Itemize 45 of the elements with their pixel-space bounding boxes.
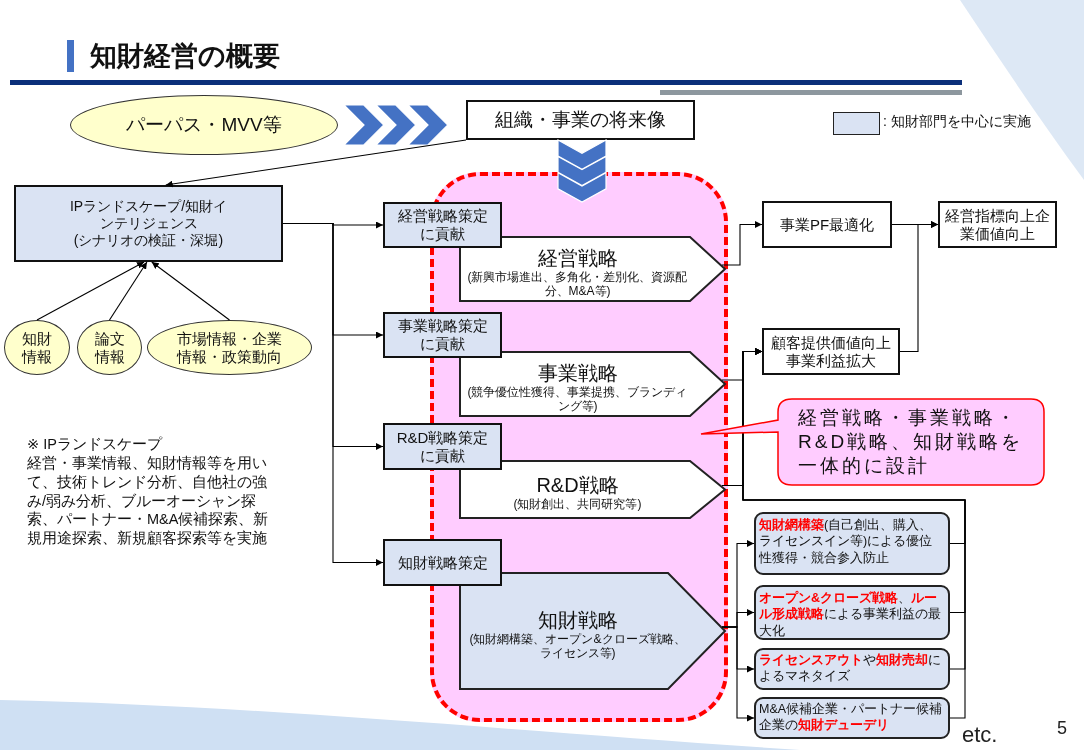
pentagon-box [459, 572, 726, 690]
arrow [165, 139, 467, 188]
etc-label: etc. [962, 722, 998, 748]
box-heading: IPランドスケープ/知財インテリジェンス [68, 198, 229, 232]
callout-bubble: 経営戦略・事業戦略・R&D戦略、知財戦略を一体的に設計 [700, 398, 1045, 486]
page-title: 知財経営の概要 [90, 40, 280, 73]
process-box: 事業戦略策定に貢献 [383, 312, 502, 358]
box-heading: R&D戦略 [536, 473, 619, 498]
chevron-arrow [557, 139, 607, 203]
rounded-box: 知財網構築(自己創出、購入、ライセンスイン等)による優位性獲得・競合参入防止 [754, 512, 950, 575]
process-box: 事業PF最適化 [762, 201, 892, 248]
arrow [721, 221, 763, 266]
box-text: (競争優位性獲得、事業提携、ブランディング等) [466, 384, 689, 414]
process-box: 知財戦略策定 [383, 539, 502, 586]
arrow [151, 261, 231, 321]
box-text: 経営・事業情報、知財情報等を用いて、技術トレンド分析、自他社の強み/弱み分析、ブルーオーシャン探索、パートナー・M&A候補探索、新規用途探索、新規顧客探索等を実施 [27, 453, 270, 549]
box-heading: ※ IPランドスケープ [27, 435, 164, 454]
process-box: 経営戦略策定に貢献 [383, 202, 502, 248]
legend-label: : 知財部門を中心に実施 [883, 113, 1031, 131]
process-box: 経営指標向上企業価値向上 [938, 201, 1057, 248]
oval-node: 知財情報 [4, 320, 70, 375]
oval-node: 論文情報 [77, 320, 142, 375]
process-box: 顧客提供価値向上事業利益拡大 [762, 328, 900, 375]
arrow [721, 626, 755, 722]
pentagon-box [459, 351, 726, 417]
process-box: 組織・事業の将来像 [466, 100, 695, 140]
oval-node: パーパス・MVV等 [70, 95, 338, 155]
box-heading: 経営戦略 [537, 245, 618, 270]
box-heading: 事業戦略 [537, 360, 618, 385]
box-text: (新興市場進出、多角化・差別化、資源配分、M&A等) [466, 269, 689, 299]
box-text: (知財創出、共同研究等) [512, 497, 643, 512]
box-text: (知財網構築、オープン&クローズ戦略、ライセンス等) [468, 631, 687, 661]
process-box: R&D戦略策定に貢献 [383, 423, 502, 470]
arrow [108, 261, 148, 321]
page-number: 5 [1057, 718, 1067, 739]
process-box [14, 185, 283, 262]
rounded-box: ライセンスアウトや知財売却によるマネタイズ [754, 648, 950, 690]
box-heading: 知財戦略 [537, 607, 618, 632]
arrow [899, 221, 939, 353]
chevron-arrow [342, 104, 449, 146]
box-text: (シナリオの検証・深堀) [73, 231, 224, 249]
rounded-box: オープン&クローズ戦略、ルール形成戦略による事業利益の最大化 [754, 585, 950, 640]
rounded-box: M&A候補企業・パートナー候補企業の知財デューデリ [754, 697, 950, 739]
arrow [36, 261, 145, 321]
oval-node: 市場情報・企業情報・政策動向 [147, 320, 312, 375]
